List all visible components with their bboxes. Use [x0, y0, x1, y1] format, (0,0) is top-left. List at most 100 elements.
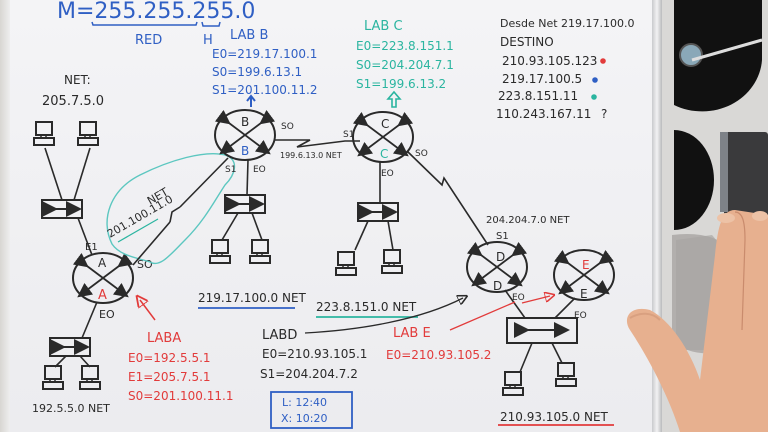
- serial-link-c-d: [407, 151, 489, 246]
- arrow-up-icon: [246, 94, 256, 107]
- whiteboard-frame: [652, 0, 662, 432]
- pc-icon: [249, 239, 271, 264]
- svg-text:C: C: [380, 147, 388, 161]
- svg-text:A: A: [98, 288, 107, 303]
- destination-item-3: 110.243.167.11: [496, 107, 591, 121]
- svg-text:EO: EO: [512, 293, 525, 303]
- svg-text:EO: EO: [253, 165, 266, 175]
- lab-a-e0: E0=192.5.5.1: [128, 351, 211, 365]
- lan-192: 192.5.5.0 NET: [32, 338, 110, 415]
- router-e: E E EO: [554, 250, 614, 321]
- pc-icon: [79, 365, 101, 390]
- pc-icon: [502, 371, 524, 396]
- svg-text:205.7.5.0: 205.7.5.0: [42, 94, 104, 109]
- eraser: [724, 132, 768, 222]
- net-199-label: 199.6.13.0 NET: [280, 151, 342, 160]
- destination-item-0: 210.93.105.123: [502, 54, 597, 68]
- lab-a-e1: E1=205.7.5.1: [128, 370, 211, 384]
- svg-text:SO: SO: [281, 122, 294, 132]
- svg-text:S1: S1: [496, 231, 509, 242]
- lan-219: 219.17.100.0 NET: [198, 195, 307, 309]
- net-201-link: NET 201.100.11.0: [105, 153, 236, 266]
- presenter-hand: [626, 210, 768, 432]
- lab-d-title: LABD: [262, 328, 297, 343]
- curtain-bead: [679, 43, 703, 67]
- switch-icon: [50, 338, 90, 356]
- svg-text:D: D: [493, 279, 502, 293]
- net-210-label: 210.93.105.0 NET: [500, 410, 609, 424]
- svg-text:A: A: [98, 256, 107, 270]
- pc-icon: [335, 251, 357, 276]
- lab-d-e0: E0=210.93.105.1: [262, 347, 367, 361]
- lab-b-config: LAB B E0=219.17.100.1 S0=199.6.13.1 S1=2…: [212, 28, 317, 107]
- pc-icon: [33, 121, 55, 146]
- switch-icon: [225, 195, 265, 213]
- net-201-cloud: [106, 153, 236, 265]
- net-223-label: 223.8.151.0 NET: [316, 300, 417, 314]
- serial-link-b-c: [275, 139, 360, 148]
- mask-text: M=255.255.255.0: [57, 0, 255, 24]
- svg-text:E: E: [582, 258, 590, 272]
- svg-text:EO: EO: [381, 169, 394, 179]
- pc-icon: [77, 121, 99, 146]
- lab-a-config: LABA E0=192.5.5.1 E1=205.7.5.1 S0=201.10…: [128, 300, 233, 403]
- svg-text:EO: EO: [574, 311, 587, 321]
- lab-c-s0: S0=204.204.7.1: [356, 58, 454, 72]
- lab-c-config: LAB C E0=223.8.151.1 S0=204.204.7.1 S1=1…: [356, 19, 454, 108]
- switch-icon: [506, 317, 578, 344]
- lab-c-title: LAB C: [364, 19, 403, 34]
- switch-icon: [358, 203, 398, 221]
- red-label: RED: [135, 33, 162, 48]
- router-a: A A E1 SO EO: [73, 242, 153, 321]
- destination-title: Desde Net 219.17.100.0: [500, 17, 635, 30]
- router-d: D D S1 EO: [467, 231, 527, 303]
- net-219-label: 219.17.100.0 NET: [198, 291, 307, 305]
- lab-b-e0: E0=219.17.100.1: [212, 47, 317, 61]
- lab-b-s1: S1=201.100.11.2: [212, 83, 317, 97]
- lab-a-title: LABA: [147, 331, 181, 346]
- lab-e-config: LAB E E0=210.93.105.2: [386, 296, 550, 362]
- svg-text:S1: S1: [225, 165, 236, 175]
- lab-b-s0: S0=199.6.13.1: [212, 65, 302, 79]
- time-x: X: 10:20: [281, 412, 327, 425]
- svg-text:EO: EO: [99, 308, 115, 321]
- svg-text:NET:: NET:: [64, 73, 91, 87]
- router-b: B B SO S1 EO: [215, 110, 294, 175]
- svg-text:B: B: [241, 115, 249, 129]
- lab-d-config: LABD E0=210.93.105.1 S1=204.204.7.2: [260, 298, 463, 381]
- lan-205: [33, 121, 99, 256]
- router-c: C C S1 SO EO: [343, 112, 428, 179]
- question-mark: ?: [601, 107, 607, 121]
- lab-a-s0: S0=201.100.11.1: [128, 389, 233, 403]
- time-l: L: 12:40: [282, 396, 327, 409]
- subnet-mask: M=255.255.255.0 RED H: [57, 0, 255, 48]
- hollow-arrow-up-icon: [386, 90, 402, 108]
- svg-text:C: C: [381, 117, 389, 131]
- pc-icon: [42, 365, 64, 390]
- lab-e-e0: E0=210.93.105.2: [386, 348, 491, 362]
- red-dot-icon: [600, 58, 606, 64]
- destination-list: Desde Net 219.17.100.0 DESTINO 210.93.10…: [496, 17, 635, 121]
- red-brace: [91, 21, 198, 26]
- destination-subtitle: DESTINO: [500, 35, 554, 49]
- svg-text:SO: SO: [415, 149, 428, 159]
- switch-icon: [42, 200, 82, 218]
- net-192-label: 192.5.5.0 NET: [32, 402, 110, 415]
- lab-b-title: LAB B: [230, 28, 268, 43]
- svg-text:201.100.11.0: 201.100.11.0: [105, 193, 175, 241]
- destination-item-2: 223.8.151.11: [498, 89, 578, 103]
- svg-text:E: E: [580, 287, 588, 301]
- whiteboard: [0, 0, 660, 432]
- time-box: L: 12:40 X: 10:20: [270, 391, 353, 429]
- lab-c-s1: S1=199.6.13.2: [356, 77, 446, 91]
- board-edge: [0, 0, 10, 432]
- lan-210: 210.93.105.0 NET: [498, 317, 614, 426]
- host-label: H: [203, 33, 213, 48]
- lan-223: 223.8.151.0 NET: [316, 203, 418, 318]
- curtain-pattern-black: [674, 0, 762, 112]
- lab-d-s1: S1=204.204.7.2: [260, 367, 358, 381]
- host-brace: [201, 21, 221, 27]
- net-205-label: NET: 205.7.5.0: [42, 73, 104, 109]
- pc-icon: [381, 249, 403, 274]
- lab-c-e0: E0=223.8.151.1: [356, 39, 454, 53]
